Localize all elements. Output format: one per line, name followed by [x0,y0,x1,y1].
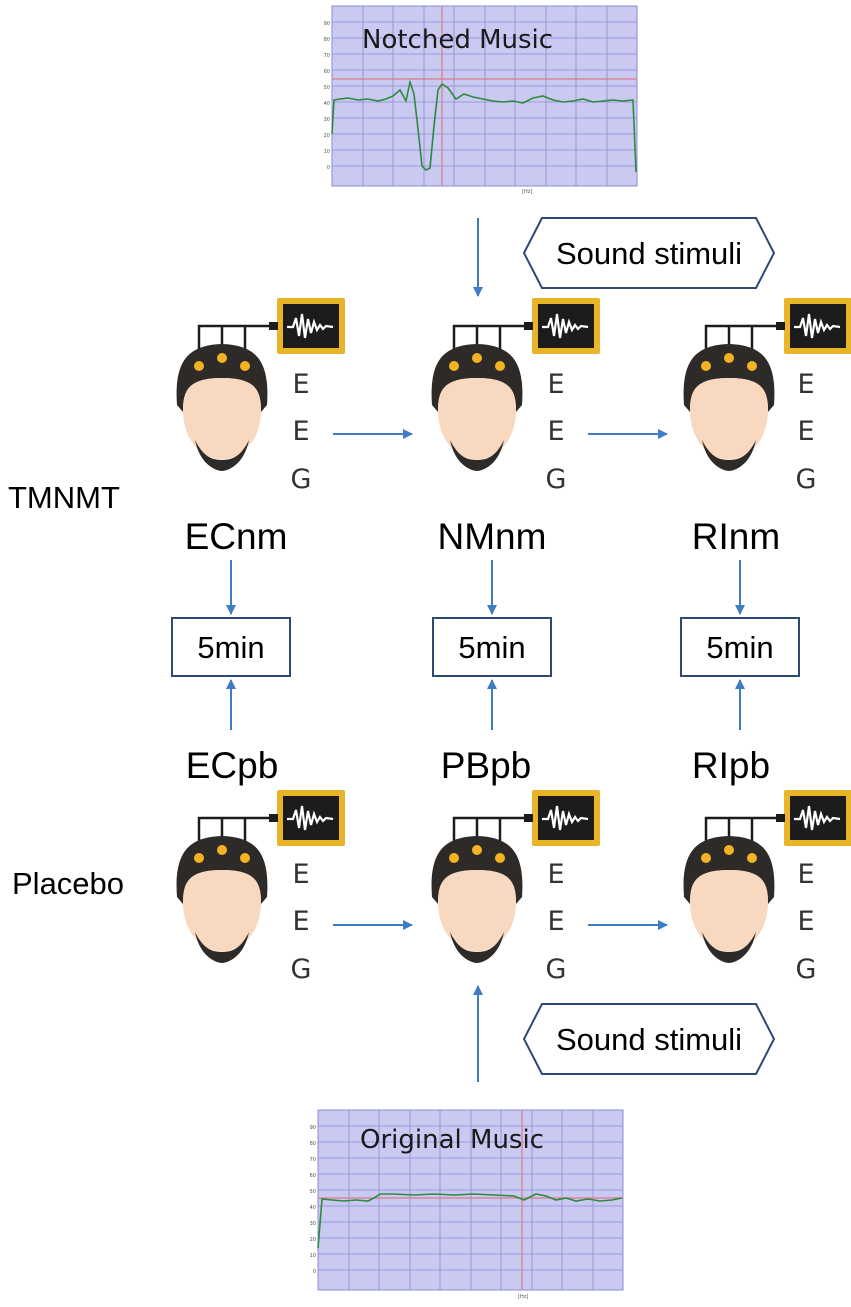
eeg-letter-g: G [291,954,312,985]
interval-box-ri: 5min [680,617,800,677]
sound-stimuli-callout-top: Sound stimuli [523,217,775,289]
subject-rinm: E E G [682,296,851,495]
notched-music-trace [331,78,637,173]
original-music-title: Original Music [360,1125,544,1155]
interval-box-ec: 5min [171,617,291,677]
eeg-letter-e2: E [797,906,814,937]
condition-ecnm: ECnm [185,516,288,557]
eeg-letter-g: G [796,464,817,495]
eeg-letter-g: G [291,464,312,495]
eeg-letter-e1: E [292,369,309,400]
subject-ecpb: E E G [175,788,347,985]
eeg-letter-g: G [546,954,567,985]
subject-ecnm: E E G [175,296,347,495]
subject-nmnm: E E G [430,296,602,495]
condition-ecpb: ECpb [186,745,279,786]
eeg-letter-e2: E [547,906,564,937]
interval-box-middle: 5min [432,617,552,677]
row-label-placebo: Placebo [12,866,124,901]
eeg-letter-g: G [546,464,567,495]
condition-ripb: RIpb [692,745,770,786]
notched-music-title: Notched Music [362,25,553,55]
eeg-letter-e2: E [292,906,309,937]
eeg-letter-e2: E [797,416,814,447]
eeg-letter-e2: E [292,416,309,447]
subject-pbpb: E E G [430,788,602,985]
eeg-letter-e1: E [547,369,564,400]
sound-stimuli-label-bottom: Sound stimuli [556,1022,742,1057]
eeg-letter-e2: E [547,416,564,447]
condition-pbpb: PBpb [441,745,532,786]
condition-nmnm: NMnm [438,516,547,557]
original-music-trace [317,1193,623,1249]
eeg-letter-e1: E [797,859,814,890]
interval-label-middle: 5min [458,630,525,665]
sound-stimuli-callout-bottom: Sound stimuli [523,1003,775,1075]
interval-label-ec: 5min [197,630,264,665]
eeg-letter-e1: E [797,369,814,400]
condition-rinm: RInm [692,516,780,557]
notched-music-x-unit: [Hz] [522,189,532,195]
subject-ripb: E E G [682,788,851,985]
original-music-x-unit: [Hz] [518,1294,528,1300]
eeg-letter-g: G [796,954,817,985]
row-label-tmnmt: TMNMT [8,480,120,515]
interval-label-ri: 5min [706,630,773,665]
eeg-letter-e1: E [292,859,309,890]
original-music-plot: Original Music [Hz] [303,1107,625,1301]
eeg-letter-e1: E [547,859,564,890]
sound-stimuli-label-top: Sound stimuli [556,236,742,271]
notched-music-plot: Notched Music [Hz] [317,3,639,197]
